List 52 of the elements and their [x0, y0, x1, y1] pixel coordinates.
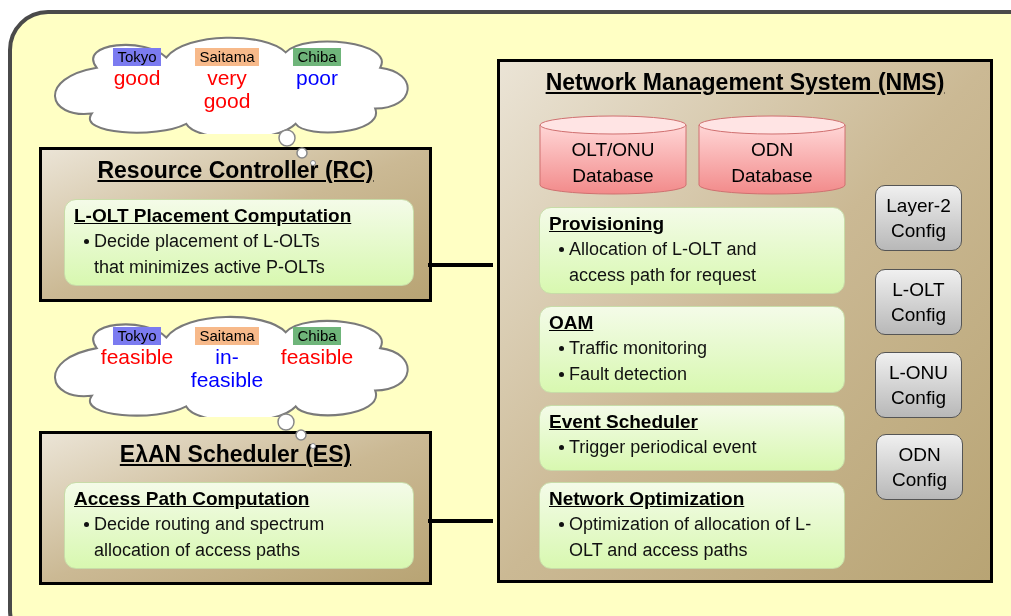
bullet-text: Traffic monitoring	[569, 337, 708, 360]
config-box	[876, 434, 963, 500]
status-label: very good	[202, 66, 252, 112]
region-tag: Chiba	[293, 327, 341, 345]
function-title: L-OLT Placement Computation	[74, 204, 353, 228]
panel-background	[8, 10, 1011, 616]
bullet-text: Optimization of allocation of L-OLT and access paths	[569, 513, 813, 562]
function-box	[539, 405, 845, 471]
system-title: Network Management System (NMS)	[545, 68, 945, 96]
function-box	[64, 199, 414, 286]
function-title: Provisioning	[549, 212, 666, 236]
database-label: OLT/ONU Database	[570, 138, 656, 188]
status-label: in- feasible	[189, 345, 265, 391]
system-box	[39, 431, 432, 585]
function-title: Network Optimization	[549, 487, 746, 511]
connector-line	[428, 519, 493, 523]
function-title: OAM	[549, 311, 595, 335]
function-box	[539, 306, 845, 393]
config-box	[875, 269, 962, 335]
status-label: feasible	[99, 345, 175, 368]
system-box	[39, 147, 432, 302]
function-box	[539, 482, 845, 569]
function-title: Event Scheduler	[549, 410, 699, 434]
system-title: EλAN Scheduler (ES)	[119, 440, 352, 468]
config-box	[875, 352, 962, 418]
database-cylinder	[698, 115, 846, 195]
region-tag: Saitama	[195, 48, 259, 66]
config-label: L-ONU Config	[887, 361, 950, 410]
connector-line	[428, 263, 493, 267]
system-box	[497, 59, 993, 583]
function-box	[539, 207, 845, 294]
system-title: Resource Controller (RC)	[97, 156, 374, 184]
bullet-text: Decide routing and spectrum allocation of access paths	[94, 513, 326, 562]
database-label: ODN Database	[730, 138, 814, 188]
database-cylinder	[539, 115, 687, 195]
region-tag: Tokyo	[113, 48, 161, 66]
region-tag: Chiba	[293, 48, 341, 66]
config-label: Layer-2 Config	[885, 194, 952, 243]
function-box	[64, 482, 414, 569]
region-tag: Tokyo	[113, 327, 161, 345]
function-title: Access Path Computation	[74, 487, 311, 511]
bullet-text: Decide placement of L-OLTs that minimizes active P-OLTs	[94, 230, 326, 279]
bullet-text: Trigger periodical event	[569, 436, 757, 459]
bullet-text: Fault detection	[569, 363, 688, 386]
status-label: poor	[295, 66, 339, 89]
status-label: good	[112, 66, 162, 89]
config-label: L-OLT Config	[890, 278, 947, 327]
region-tag: Saitama	[195, 327, 259, 345]
bullet-text: Allocation of L-OLT and access path for request	[569, 238, 758, 287]
config-box	[875, 185, 962, 251]
status-label: feasible	[279, 345, 355, 368]
config-label: ODN Config	[891, 443, 948, 492]
